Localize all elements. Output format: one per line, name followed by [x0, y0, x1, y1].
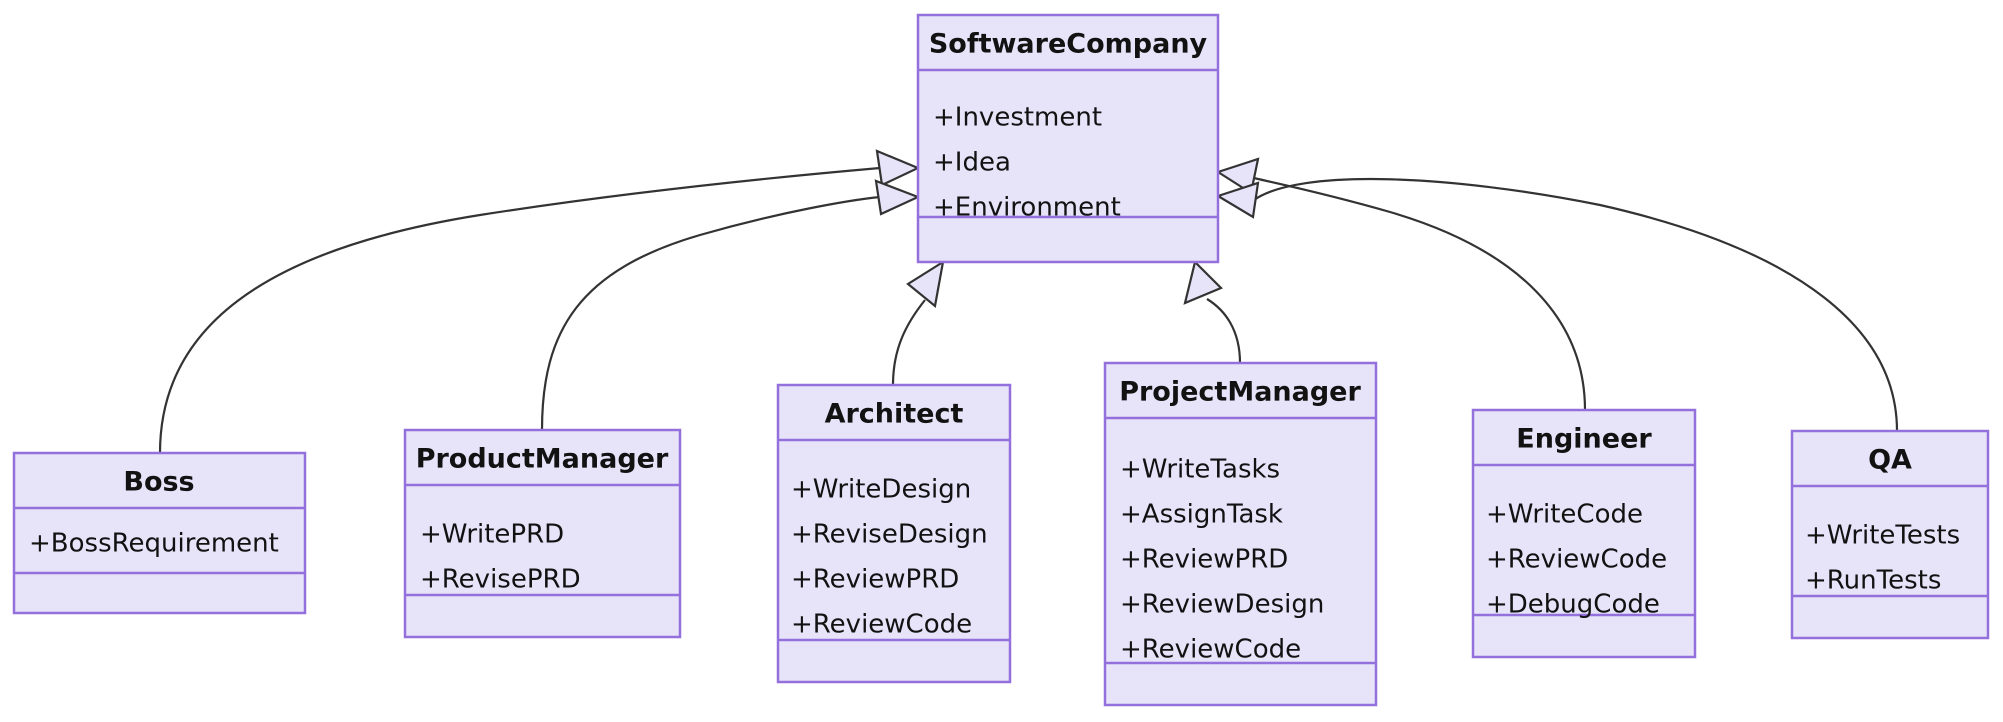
class-title-qa: QA [1868, 445, 1912, 476]
class-member-engineer-1: +ReviewCode [1486, 545, 1667, 575]
class-member-project-manager-0: +WriteTasks [1120, 455, 1280, 485]
edge-projectmanager-to-softwarecompany[interactable] [1183, 259, 1242, 364]
edge-line-productmanager [540, 195, 881, 431]
class-box-architect[interactable]: Architect +WriteDesign +ReviseDesign +Re… [776, 383, 1012, 684]
class-box-engineer[interactable]: Engineer +WriteCode +ReviewCode +DebugCo… [1471, 408, 1697, 659]
class-member-architect-2: +ReviewPRD [791, 565, 959, 595]
edge-architect-to-softwarecompany[interactable] [891, 259, 945, 386]
class-box-software-company[interactable]: SoftwareCompany +Investment +Idea +Envir… [916, 13, 1220, 264]
class-box-project-manager[interactable]: ProjectManager +WriteTasks +AssignTask +… [1103, 361, 1378, 707]
class-box-boss[interactable]: Boss +BossRequirement [12, 451, 307, 615]
class-title-boss: Boss [123, 467, 194, 498]
generalization-arrowhead-boss [875, 149, 921, 187]
class-member-boss-0: +BossRequirement [29, 529, 279, 559]
class-member-qa-0: +WriteTests [1805, 521, 1960, 551]
class-box-outline-architect [776, 383, 1012, 684]
class-member-product-manager-0: +WritePRD [420, 520, 564, 550]
class-member-engineer-2: +DebugCode [1486, 590, 1660, 620]
class-title-architect: Architect [825, 399, 964, 430]
class-title-product-manager: ProductManager [416, 444, 669, 475]
class-box-outline-boss [12, 451, 307, 615]
class-member-qa-1: +RunTests [1805, 566, 1941, 596]
class-member-architect-0: +WriteDesign [791, 475, 971, 505]
class-member-software-company-2: +Environment [933, 193, 1121, 223]
class-box-product-manager[interactable]: ProductManager +WritePRD +RevisePRD [403, 428, 682, 639]
class-box-outline-qa [1790, 429, 1990, 640]
generalization-arrowhead-engineer [1215, 157, 1260, 195]
class-box-outline-project-manager [1103, 361, 1378, 707]
edge-line-qa [1253, 177, 1899, 432]
class-member-architect-1: +ReviseDesign [791, 520, 988, 550]
class-title-project-manager: ProjectManager [1119, 377, 1361, 408]
class-title-engineer: Engineer [1516, 424, 1652, 455]
edge-line-architect [891, 299, 926, 386]
edges-layer [158, 149, 1899, 454]
class-member-product-manager-1: +RevisePRD [420, 565, 581, 595]
class-member-project-manager-2: +ReviewPRD [1120, 545, 1288, 575]
edge-line-projectmanager [1206, 298, 1242, 364]
generalization-arrowhead-qa [1215, 181, 1260, 219]
edge-boss-to-softwarecompany[interactable] [158, 149, 921, 454]
class-box-outline-software-company [916, 13, 1220, 264]
class-title-software-company: SoftwareCompany [929, 29, 1208, 60]
class-box-qa[interactable]: QA +WriteTests +RunTests [1790, 429, 1990, 640]
edge-line-boss [158, 166, 881, 454]
class-member-engineer-0: +WriteCode [1486, 500, 1643, 530]
classes-layer: SoftwareCompany +Investment +Idea +Envir… [12, 13, 1990, 707]
class-member-software-company-0: +Investment [933, 103, 1102, 133]
class-member-project-manager-4: +ReviewCode [1120, 635, 1301, 665]
class-member-architect-3: +ReviewCode [791, 610, 972, 640]
class-member-project-manager-1: +AssignTask [1120, 500, 1283, 530]
edge-qa-to-softwarecompany[interactable] [1215, 177, 1899, 432]
class-member-software-company-1: +Idea [933, 148, 1011, 178]
generalization-arrowhead-architect [906, 259, 945, 309]
class-box-outline-product-manager [403, 428, 682, 639]
class-member-project-manager-3: +ReviewDesign [1120, 590, 1324, 620]
edge-productmanager-to-softwarecompany[interactable] [540, 179, 921, 431]
generalization-arrowhead-projectmanager [1183, 259, 1223, 305]
generalization-arrowhead-productmanager [874, 179, 921, 216]
